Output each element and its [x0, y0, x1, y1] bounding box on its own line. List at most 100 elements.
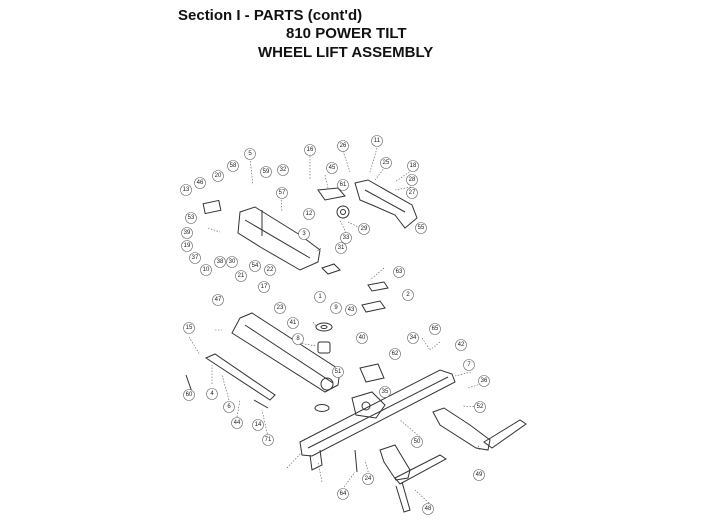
callout-circle	[362, 473, 374, 485]
part-callout: 2	[402, 289, 414, 301]
callout-number: 47	[215, 297, 222, 303]
callout-number: 18	[410, 163, 417, 169]
callout-circle	[226, 256, 238, 268]
lower-pin-part	[354, 449, 358, 473]
callout-circle	[415, 222, 427, 234]
callout-circle	[402, 289, 414, 301]
part-callout: 13	[180, 184, 192, 196]
callout-circle	[227, 160, 239, 172]
part-callout: 59	[260, 166, 272, 178]
callout-circle	[332, 366, 344, 378]
callout-circle	[274, 302, 286, 314]
part-callout: 46	[194, 177, 206, 189]
part-callout: 33	[340, 232, 352, 244]
part-callout: 26	[337, 140, 349, 152]
callout-circle	[194, 177, 206, 189]
callout-circle	[358, 223, 370, 235]
part-callout: 49	[473, 469, 485, 481]
callout-circle	[411, 436, 423, 448]
upper-bracket-part	[354, 179, 418, 229]
callout-circle	[389, 348, 401, 360]
callout-circle	[276, 187, 288, 199]
callout-circle	[180, 184, 192, 196]
bolt-part	[185, 374, 269, 409]
callout-circle	[231, 417, 243, 429]
callout-circle	[330, 302, 342, 314]
part-callout: 62	[389, 348, 401, 360]
callout-number: 44	[234, 420, 241, 426]
callout-number: 13	[183, 187, 190, 193]
callout-circle	[340, 232, 352, 244]
callout-number: 38	[217, 259, 224, 265]
callout-circle	[262, 434, 274, 446]
callout-circle	[393, 266, 405, 278]
callout-number: 41	[290, 320, 297, 326]
part-callout: 35	[379, 386, 391, 398]
bushing-part	[317, 341, 331, 354]
callout-circle	[277, 164, 289, 176]
callout-circle	[463, 359, 475, 371]
callout-leaders	[188, 147, 485, 504]
callout-circle	[337, 179, 349, 191]
callout-circle	[214, 256, 226, 268]
callout-circle	[473, 469, 485, 481]
callout-circle	[181, 227, 193, 239]
part-callout: 42	[455, 339, 467, 351]
callout-number: 39	[184, 230, 191, 236]
callout-number: 5	[248, 151, 252, 157]
callout-circle	[407, 160, 419, 172]
callout-circle	[252, 419, 264, 431]
crossbar-part	[299, 369, 456, 471]
callout-circle	[292, 333, 304, 345]
part-callout: 53	[185, 212, 197, 224]
callout-circle	[422, 503, 434, 515]
callout-circle	[326, 162, 338, 174]
callout-circle	[183, 322, 195, 334]
part-callout: 47	[212, 294, 224, 306]
callout-circle	[474, 401, 486, 413]
callout-number: 16	[307, 147, 314, 153]
link-rod-part	[204, 353, 276, 401]
callout-circle	[345, 304, 357, 316]
part-callout: 21	[235, 270, 247, 282]
callout-number: 42	[458, 342, 465, 348]
part-callout: 4	[206, 388, 218, 400]
callout-number: 60	[186, 392, 193, 398]
callout-number: 9	[334, 305, 338, 311]
callout-number: 30	[229, 259, 236, 265]
part-callout: 25	[380, 157, 392, 169]
callout-circle	[298, 228, 310, 240]
callout-circle	[380, 157, 392, 169]
callout-circle	[260, 166, 272, 178]
callout-number: 28	[409, 177, 416, 183]
part-callout: 64	[337, 488, 349, 500]
page-subtitle-model: 810 POWER TILT	[286, 25, 407, 42]
callout-number: 51	[335, 369, 342, 375]
callout-circle	[371, 135, 383, 147]
callout-number: 1	[318, 294, 322, 300]
gear-part	[336, 205, 350, 219]
callout-circle	[455, 339, 467, 351]
callout-circle	[200, 264, 212, 276]
callout-circle	[185, 212, 197, 224]
part-callout: 23	[274, 302, 286, 314]
callout-number: 65	[432, 326, 439, 332]
part-callout: 16	[304, 144, 316, 156]
callout-number: 53	[188, 215, 195, 221]
callout-circle	[314, 291, 326, 303]
callout-number: 4	[210, 391, 214, 397]
callout-number: 19	[184, 243, 191, 249]
callout-number: 14	[255, 422, 262, 428]
callout-circle	[406, 187, 418, 199]
callout-circle	[478, 375, 490, 387]
part-callout: 39	[181, 227, 193, 239]
callout-number: 22	[267, 267, 274, 273]
part-callout: 5	[244, 148, 256, 160]
callout-circle	[206, 388, 218, 400]
pivot-housing-part	[351, 391, 386, 419]
part-callout: 29	[358, 223, 370, 235]
part-callout: 31	[335, 242, 347, 254]
washer-part	[315, 322, 333, 332]
part-callout: 36	[478, 375, 490, 387]
